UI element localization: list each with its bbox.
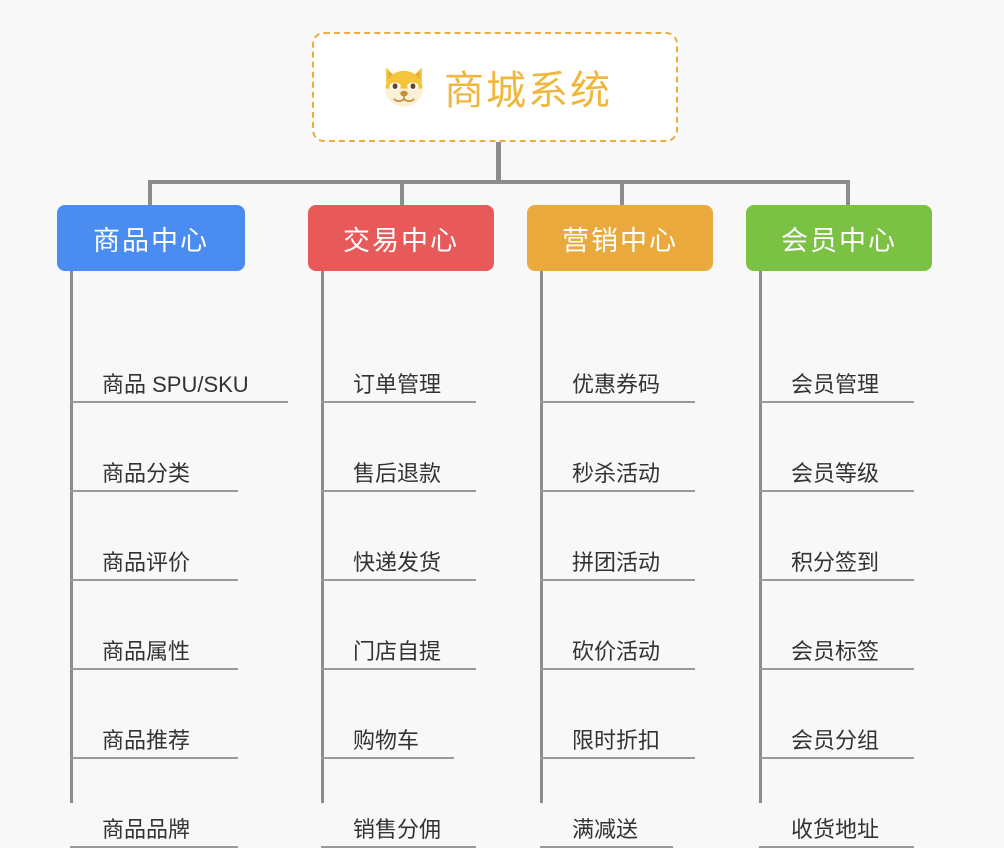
- category-header-label-4: 会员中心: [781, 225, 897, 256]
- category-header-4[interactable]: 会员中心: [746, 205, 932, 271]
- connector-drop-2: [400, 180, 404, 207]
- leaf-underline: [321, 757, 454, 759]
- category-header-label-2: 交易中心: [343, 225, 459, 256]
- leaf-label: 门店自提: [353, 639, 442, 664]
- leaf-label: 会员等级: [791, 461, 880, 486]
- leaf-underline: [321, 579, 476, 581]
- leaf-underline: [321, 668, 476, 670]
- leaf-list-2: 订单管理 售后退款 快递发货 门店自提 购物车 销售分佣: [321, 271, 494, 848]
- leaf-underline: [70, 490, 238, 492]
- column-spine-3: [540, 271, 543, 803]
- leaf-label: 优惠券码: [572, 372, 661, 397]
- shiba-inu-dog-face-icon: [378, 61, 430, 113]
- connector-horizontal-bus: [150, 180, 850, 184]
- leaf-label: 积分签到: [791, 550, 880, 575]
- root-node[interactable]: 商城系统: [312, 32, 678, 142]
- leaf-label: 拼团活动: [572, 550, 661, 575]
- leaf-label: 满减送: [572, 817, 639, 842]
- connector-drop-4: [846, 180, 850, 207]
- connector-drop-1: [148, 180, 152, 207]
- leaf-label: 收货地址: [791, 817, 880, 842]
- leaf-label: 售后退款: [353, 461, 442, 486]
- connector-drop-3: [620, 180, 624, 207]
- leaf-underline: [759, 757, 914, 759]
- leaf-underline: [321, 490, 476, 492]
- leaf-label: 限时折扣: [572, 728, 661, 753]
- category-column-营销中心: 营销中心 优惠券码 秒杀活动 拼团活动 砍价活动 限时折扣: [527, 205, 713, 848]
- leaf-list-4: 会员管理 会员等级 积分签到 会员标签 会员分组 收货地址: [759, 271, 932, 848]
- leaf-underline: [321, 401, 476, 403]
- leaf-underline: [540, 668, 695, 670]
- leaf-underline: [540, 757, 695, 759]
- leaf-underline: [759, 401, 914, 403]
- category-header-label-3: 营销中心: [562, 225, 678, 256]
- leaf-label: 商品评价: [102, 550, 191, 575]
- column-spine-4: [759, 271, 762, 803]
- category-header-label-1: 商品中心: [93, 225, 209, 256]
- leaf-underline: [70, 579, 238, 581]
- category-header-3[interactable]: 营销中心: [527, 205, 713, 271]
- connector-root-stem: [496, 142, 501, 184]
- leaf-underline: [70, 401, 288, 403]
- category-header-2[interactable]: 交易中心: [308, 205, 494, 271]
- leaf-label: 砍价活动: [572, 639, 661, 664]
- leaf-label: 商品分类: [102, 461, 191, 486]
- leaf-label: 会员管理: [791, 372, 880, 397]
- leaf-list-1: 商品 SPU/SKU 商品分类 商品评价 商品属性 商品推荐 商品品牌: [70, 271, 288, 848]
- leaf-underline: [540, 490, 695, 492]
- leaf-label: 秒杀活动: [572, 461, 661, 486]
- root-title: 商城系统: [444, 69, 612, 113]
- leaf-underline: [540, 579, 695, 581]
- leaf-underline: [759, 668, 914, 670]
- category-column-交易中心: 交易中心 订单管理 售后退款 快递发货 门店自提 购物车: [308, 205, 494, 848]
- column-spine-2: [321, 271, 324, 803]
- leaf-underline: [759, 490, 914, 492]
- leaf-label: 订单管理: [353, 372, 442, 397]
- leaf-underline: [540, 401, 695, 403]
- leaf-underline: [70, 757, 238, 759]
- leaf-label: 商品推荐: [102, 728, 191, 753]
- category-header-1[interactable]: 商品中心: [57, 205, 245, 271]
- leaf-label: 会员分组: [791, 728, 880, 753]
- leaf-underline: [759, 579, 914, 581]
- leaf-label: 购物车: [353, 728, 420, 753]
- category-column-会员中心: 会员中心 会员管理 会员等级 积分签到 会员标签 会员分组: [746, 205, 932, 848]
- leaf-label: 销售分佣: [353, 817, 442, 842]
- leaf-label: 商品 SPU/SKU: [102, 372, 249, 397]
- leaf-label: 商品属性: [102, 639, 191, 664]
- category-column-商品中心: 商品中心 商品 SPU/SKU 商品分类 商品评价 商品属性 商品推荐: [57, 205, 288, 848]
- leaf-label: 快递发货: [353, 550, 442, 575]
- column-spine-1: [70, 271, 73, 803]
- leaf-label: 商品品牌: [102, 817, 191, 842]
- leaf-list-3: 优惠券码 秒杀活动 拼团活动 砍价活动 限时折扣 满减送: [540, 271, 713, 848]
- leaf-label: 会员标签: [791, 639, 880, 664]
- leaf-underline: [70, 668, 238, 670]
